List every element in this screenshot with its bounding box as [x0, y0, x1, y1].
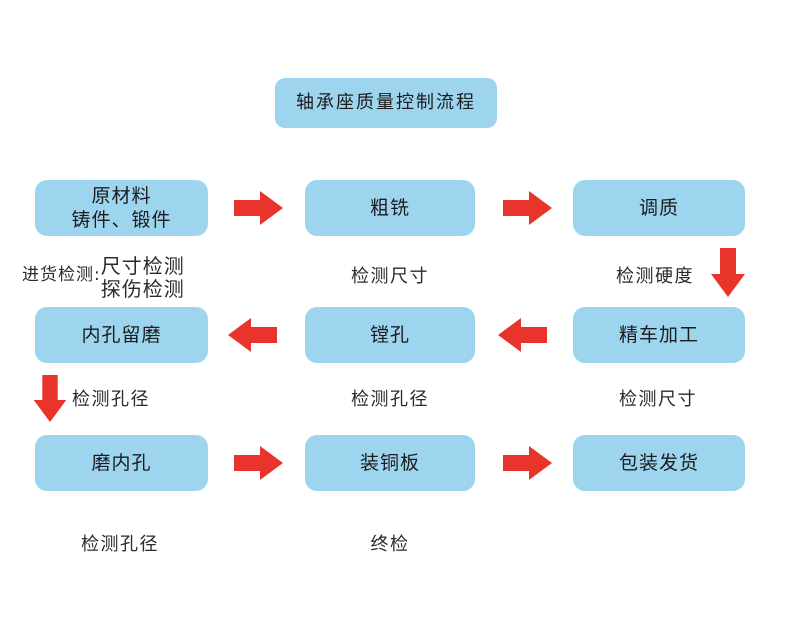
caption-inner-hole-reserve: 检测孔径	[72, 389, 150, 410]
node-rough-milling[interactable]: 粗铣	[305, 180, 475, 236]
caption-rough-milling: 检测尺寸	[351, 266, 429, 287]
arrow-down-reserve-to-grind-icon	[32, 375, 68, 423]
arrow-down-quench-to-fine-icon	[710, 248, 746, 298]
node-packing-shipping-label: 包装发货	[618, 451, 699, 474]
node-rough-milling-label: 粗铣	[369, 196, 410, 219]
node-grind-inner-hole-label: 磨内孔	[91, 451, 152, 474]
node-quench-temper[interactable]: 调质	[573, 180, 745, 236]
node-raw-material-label: 原材料 铸件、锻件	[71, 184, 172, 231]
node-packing-shipping[interactable]: 包装发货	[573, 435, 745, 491]
caption-grind-inner-hole: 检测孔径	[81, 534, 159, 555]
arrow-left-boring-to-reserve-icon	[228, 317, 278, 353]
title-box-label: 轴承座质量控制流程	[296, 92, 476, 114]
caption-boring: 检测孔径	[351, 389, 429, 410]
node-fine-turning[interactable]: 精车加工	[573, 307, 745, 363]
node-raw-material[interactable]: 原材料 铸件、锻件	[35, 180, 208, 236]
node-inner-hole-reserve-label: 内孔留磨	[81, 323, 162, 346]
arrow-right-raw-to-rough-icon	[234, 190, 284, 226]
node-mount-copper-plate-label: 装铜板	[359, 451, 420, 474]
caption-incoming-inspection: 进货检测: 尺寸检测 探伤检测	[22, 255, 185, 301]
arrow-right-grind-to-copper-icon	[234, 445, 284, 481]
node-grind-inner-hole[interactable]: 磨内孔	[35, 435, 208, 491]
caption-incoming-items: 尺寸检测 探伤检测	[100, 254, 185, 301]
arrow-right-copper-to-packing-icon	[503, 445, 553, 481]
caption-mount-copper-plate: 终检	[370, 534, 410, 555]
title-box: 轴承座质量控制流程	[275, 78, 497, 128]
caption-fine-turning: 检测尺寸	[619, 389, 697, 410]
caption-quench-temper: 检测硬度	[616, 266, 694, 287]
caption-incoming-lead: 进货检测:	[22, 265, 101, 285]
node-inner-hole-reserve[interactable]: 内孔留磨	[35, 307, 208, 363]
node-fine-turning-label: 精车加工	[618, 323, 699, 346]
arrow-right-rough-to-quench-icon	[503, 190, 553, 226]
arrow-left-fine-to-boring-icon	[498, 317, 548, 353]
node-quench-temper-label: 调质	[638, 196, 679, 219]
node-boring[interactable]: 镗孔	[305, 307, 475, 363]
node-boring-label: 镗孔	[369, 323, 410, 346]
node-mount-copper-plate[interactable]: 装铜板	[305, 435, 475, 491]
